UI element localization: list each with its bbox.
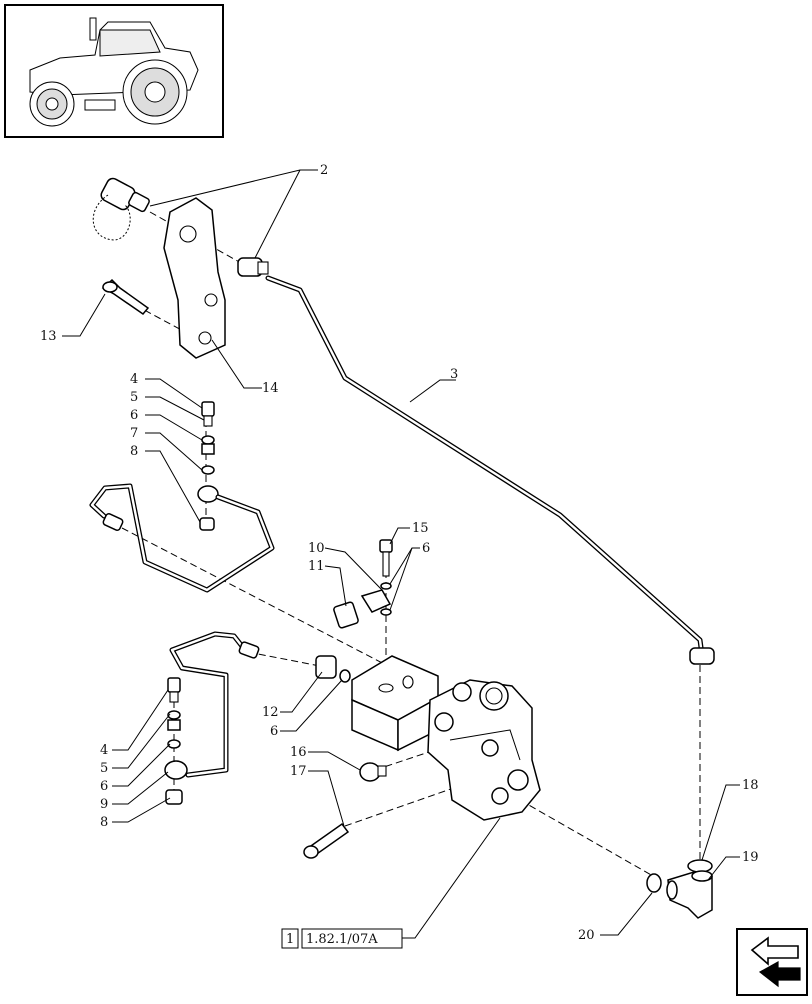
- reference-index: 1: [286, 932, 294, 947]
- callout-4-lower: 4: [100, 743, 108, 758]
- fittings-10-11-15: [333, 539, 393, 629]
- callout-14: 14: [262, 381, 279, 396]
- leader-line: [324, 565, 347, 607]
- leader-line: [145, 378, 203, 409]
- callout-8-lower: 8: [100, 815, 108, 830]
- callout-5-upper: 5: [130, 390, 138, 405]
- leader-line: [600, 892, 653, 936]
- leader-line: [308, 770, 345, 827]
- valve-body: [427, 679, 541, 821]
- callout-9: 9: [100, 797, 108, 812]
- assembly-line: [121, 527, 393, 669]
- banjo-stack-upper: [197, 401, 219, 531]
- reference-link[interactable]: 1 1.82.1/07A: [281, 928, 403, 949]
- leader-line: [145, 396, 205, 421]
- callout-16: 16: [290, 745, 307, 760]
- leader-line: [149, 169, 318, 207]
- elbow-part-19: [666, 870, 713, 919]
- leader-line: [701, 784, 740, 861]
- leader-line: [145, 450, 201, 523]
- callout-19: 19: [742, 850, 759, 865]
- pipe-part-3: [265, 275, 715, 665]
- callout-2: 2: [320, 163, 328, 178]
- leader-line: [145, 414, 203, 441]
- callout-6-upper: 6: [130, 408, 138, 423]
- leader-line: [308, 751, 361, 771]
- leader-line: [409, 379, 456, 403]
- callout-3: 3: [450, 367, 458, 382]
- callout-18: 18: [742, 778, 759, 793]
- reference-index-box: [281, 928, 299, 949]
- leader-line: [324, 547, 383, 591]
- reference-code: 1.82.1/07A: [306, 932, 378, 947]
- bolt-part-17: [303, 822, 350, 859]
- leader-line: [280, 679, 343, 732]
- leader-line: [707, 856, 740, 881]
- leader-line: [112, 713, 171, 769]
- leader-line: [112, 689, 169, 751]
- banjo-stack-lower: [164, 677, 188, 805]
- callout-12: 12: [262, 705, 279, 720]
- tractor-thumbnail-icon[interactable]: [4, 4, 224, 138]
- plug-part-16: [359, 762, 387, 782]
- callout-7: 7: [130, 426, 138, 441]
- leader-line: [280, 671, 323, 713]
- leader-line: [112, 743, 171, 787]
- leader-line: [112, 797, 171, 823]
- assembly-line: [519, 799, 661, 881]
- callout-6-plug: 6: [270, 724, 278, 739]
- callout-17: 17: [290, 764, 307, 779]
- valve-block: [351, 655, 439, 752]
- leader-line: [389, 527, 410, 545]
- screw-part-13: [101, 278, 150, 316]
- callout-6-mid: 6: [422, 541, 430, 556]
- leader-line: [145, 432, 203, 471]
- leader-line: [112, 771, 169, 805]
- callout-6-lower: 6: [100, 779, 108, 794]
- leader-line: [402, 817, 501, 939]
- lower-bent-pipe: [169, 631, 260, 778]
- callout-15: 15: [412, 521, 429, 536]
- callout-8-upper: 8: [130, 444, 138, 459]
- assembly-line: [344, 769, 506, 827]
- callout-13: 13: [40, 329, 57, 344]
- leader-line: [62, 293, 106, 337]
- callout-5-lower: 5: [100, 761, 108, 776]
- leader-line: [389, 547, 420, 585]
- coupling-part-2: [92, 177, 269, 277]
- leader-line: [389, 547, 413, 611]
- reference-code-box: [301, 928, 403, 949]
- plug-part-12: [315, 655, 351, 683]
- leader-line: [254, 169, 301, 259]
- upper-bent-pipe: [89, 483, 275, 593]
- leader-line: [211, 339, 262, 389]
- next-page-arrow-icon[interactable]: [736, 928, 808, 996]
- callout-11: 11: [308, 559, 325, 574]
- o-ring-part-20: [646, 873, 662, 893]
- bracket-part-14: [163, 197, 226, 359]
- o-ring-part-18: [687, 859, 713, 873]
- callout-4-upper: 4: [130, 372, 138, 387]
- callout-20: 20: [578, 928, 595, 943]
- callout-10: 10: [308, 541, 325, 556]
